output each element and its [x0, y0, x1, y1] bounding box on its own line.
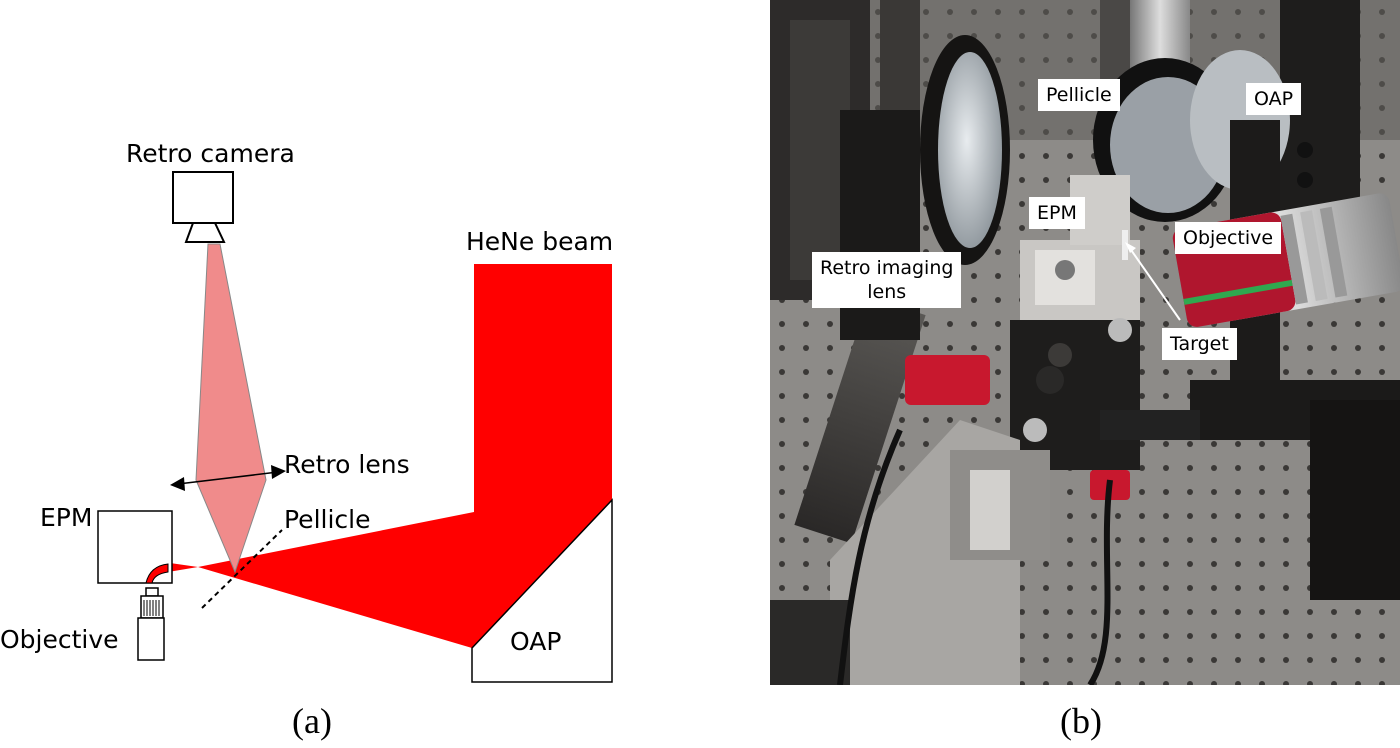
retro-lens-post [794, 296, 926, 544]
retro-lens-arrowhead-right [271, 465, 286, 479]
pellicle-icon [201, 529, 283, 609]
xyz-stage [1010, 320, 1140, 470]
photo-label-oap: OAP [1246, 83, 1302, 115]
photo-label-retro-imaging-lens: Retro imaging lens [812, 252, 962, 308]
photo-label-epm: EPM [1029, 197, 1085, 229]
photo-label-pellicle: Pellicle [1038, 79, 1120, 111]
caption-b: (b) [1060, 701, 1102, 741]
epm-target [145, 563, 169, 584]
label-objective: Objective [0, 625, 119, 654]
retro-lens-icon [177, 471, 279, 485]
lab-photo: Pellicle OAP EPM Objective Retro imaging… [770, 0, 1400, 685]
oap-mirror [471, 498, 613, 683]
label-retro-camera: Retro camera [126, 139, 295, 168]
label-oap: OAP [510, 627, 561, 656]
label-pellicle: Pellicle [284, 505, 370, 534]
retro-beam [195, 243, 267, 574]
retro-lens-arrowhead-left [170, 477, 185, 491]
schematic-diagram: Retro camera Retro lens Pellicle EPM Obj… [0, 139, 613, 683]
lab-photo-scene [770, 0, 1400, 685]
label-epm: EPM [40, 503, 92, 532]
label-retro-lens: Retro lens [284, 450, 410, 479]
label-hene-beam: HeNe beam [466, 227, 613, 256]
retro-camera-lens-mount [184, 222, 226, 243]
photo-label-target: Target [1162, 328, 1237, 360]
photo-label-objective: Objective [1175, 222, 1282, 254]
target-pointer [1128, 246, 1181, 321]
caption-a: (a) [292, 701, 332, 741]
retro-camera-body [172, 171, 234, 224]
red-clamp [905, 355, 990, 405]
objective-icon [137, 587, 165, 661]
hene-beam [198, 264, 612, 648]
target-pin [1122, 230, 1128, 260]
